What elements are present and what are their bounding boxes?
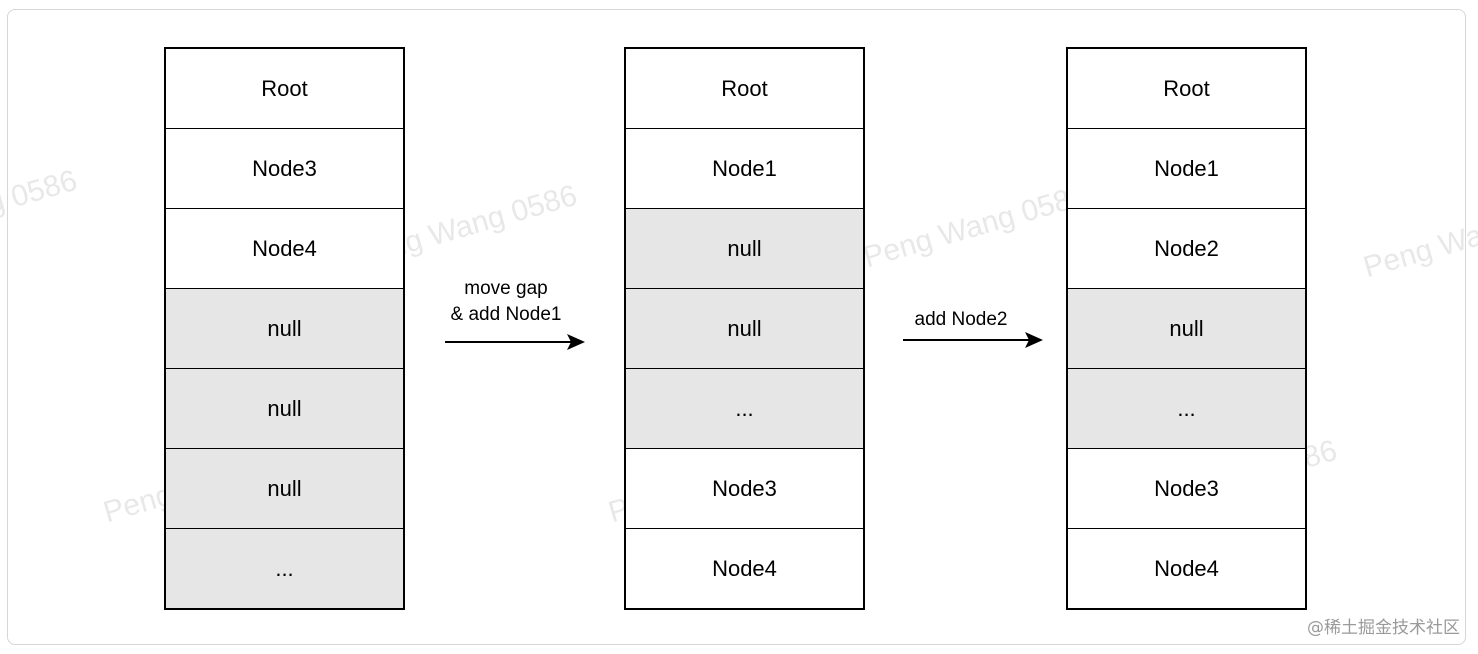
source-credit: @稀土掘金技术社区 [1307, 618, 1460, 638]
arrow-label-line-1: move gap [464, 278, 548, 299]
node-cell: Root [166, 49, 403, 128]
node-cell: Node4 [1068, 528, 1305, 608]
arrow-label-line-2: & add Node1 [450, 304, 562, 325]
empty-slot-cell: null [166, 448, 403, 528]
node-cell: Node3 [166, 128, 403, 208]
node-cell: Node3 [626, 448, 863, 528]
node-cell: Root [626, 49, 863, 128]
empty-slot-cell: null [166, 368, 403, 448]
right-arrow-icon [903, 332, 1043, 348]
empty-slot-cell: ... [1068, 368, 1305, 448]
node-cell: Node1 [626, 128, 863, 208]
empty-slot-cell: ... [166, 528, 403, 608]
empty-slot-cell: ... [626, 368, 863, 448]
empty-slot-cell: null [626, 288, 863, 368]
right-arrow-icon [445, 334, 585, 350]
node-cell: Node4 [626, 528, 863, 608]
node-cell: Node1 [1068, 128, 1305, 208]
node-cell: Node3 [1068, 448, 1305, 528]
arrow-label-move-gap: move gap & add Node1 [436, 276, 576, 328]
node-cell: Node2 [1068, 208, 1305, 288]
empty-slot-cell: null [166, 288, 403, 368]
node-cell: Node4 [166, 208, 403, 288]
empty-slot-cell: null [626, 208, 863, 288]
arrow-label-line: add Node2 [914, 309, 1008, 330]
arrow-label-add-node2: add Node2 [896, 307, 1026, 333]
empty-slot-cell: null [1068, 288, 1305, 368]
node-cell: Root [1068, 49, 1305, 128]
